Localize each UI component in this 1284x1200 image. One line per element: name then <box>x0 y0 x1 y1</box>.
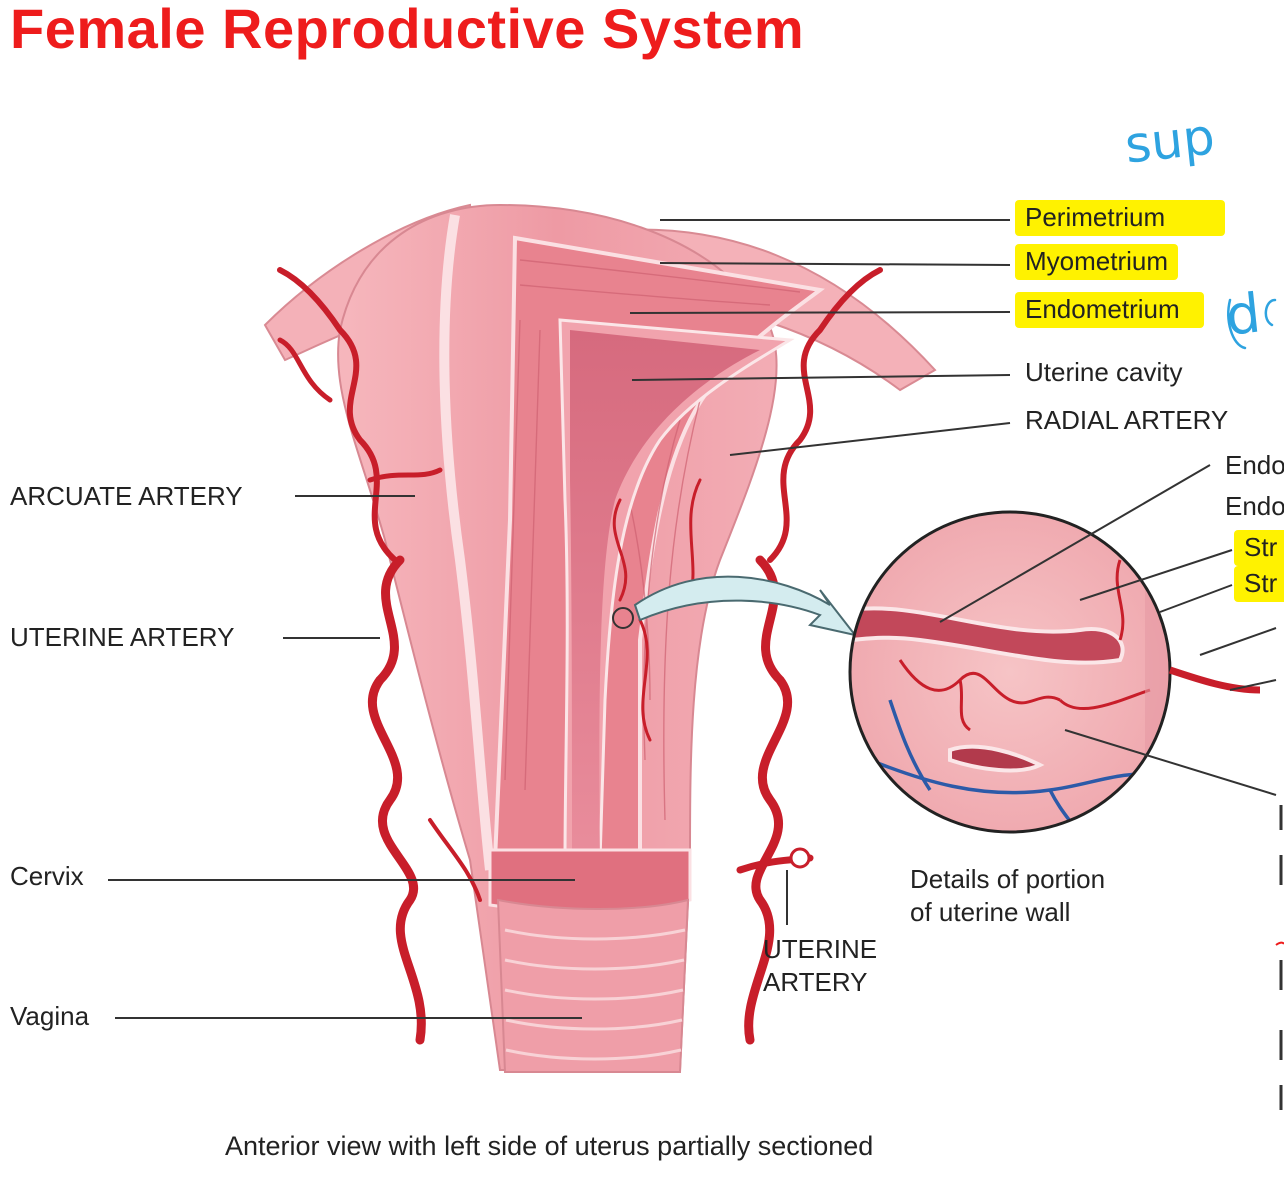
label-perimetrium: Perimetrium <box>1015 200 1226 236</box>
detail-marker <box>612 607 634 629</box>
label-uterine-cavity: Uterine cavity <box>1025 357 1183 387</box>
arteries <box>277 267 883 1045</box>
radial-artery-exit <box>1168 666 1261 694</box>
label-vagina: Vagina <box>10 1001 90 1031</box>
label-uterine-artery-left: UTERINE ARTERY <box>10 622 235 652</box>
label-cropped-str-2: Str <box>1234 566 1284 602</box>
label-cropped-endo-2: Endo <box>1225 491 1284 521</box>
label-uterine-artery-right-1: UTERINE <box>763 934 878 964</box>
label-myometrium: Myometrium <box>1015 244 1179 280</box>
label-endometrium: Endometrium <box>1015 292 1204 328</box>
label-cropped-endo-1: Endo <box>1225 450 1284 480</box>
label-radial-artery: RADIAL ARTERY <box>1025 405 1229 435</box>
vaginal-rugae <box>504 928 686 1061</box>
handwritten-marks <box>1227 298 1277 350</box>
label-arcuate-artery: ARCUATE ARTERY <box>10 481 243 511</box>
handwritten-sup: sup <box>1122 107 1218 175</box>
label-uterine-artery-right-2: ARTERY <box>763 967 868 997</box>
detail-caption-2: of uterine wall <box>910 897 1071 927</box>
detail-caption-1: Details of portion <box>910 864 1106 894</box>
page-title: Female Reproductive System <box>10 0 805 60</box>
vagina-region <box>496 898 690 1073</box>
uterine-cavity <box>570 330 760 860</box>
handwritten-d: d <box>1222 281 1264 348</box>
leader-lines <box>108 219 1277 1019</box>
figure-caption: Anterior view with left side of uterus p… <box>225 1131 874 1161</box>
uterine-artery-lumen <box>789 847 811 869</box>
perimetrium-fold <box>439 214 495 871</box>
label-cervix: Cervix <box>10 861 84 891</box>
label-cropped-str-1: Str <box>1234 530 1284 566</box>
